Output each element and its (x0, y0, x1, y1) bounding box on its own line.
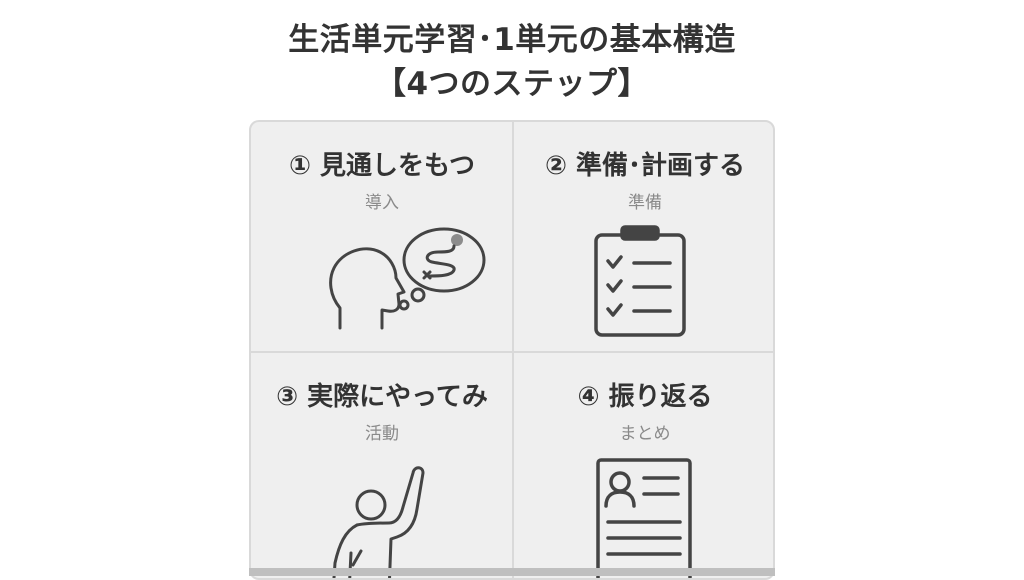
step-1-sublabel: 導入 (365, 193, 399, 213)
grid-divider-vertical (512, 122, 514, 578)
step-2-sublabel: 準備 (628, 193, 662, 213)
step-1-label: ① 見通しをもつ (288, 151, 476, 181)
step-4-label: ④ 振り返る (577, 382, 713, 412)
diagram-subtitle: 【4つのステップ】 (374, 66, 650, 102)
step-3-sublabel: 活動 (365, 424, 399, 444)
step-1-panel: ① 見通しをもつ 導入 (251, 122, 513, 351)
step-3-label: ③ 実際にやってみ (276, 382, 488, 412)
profile-document-icon (594, 456, 694, 578)
grid-divider-horizontal (251, 351, 773, 353)
clipboard-checklist-icon (590, 225, 690, 339)
step-2-panel: ② 準備･計画する 準備 (514, 122, 773, 351)
steps-grid: ① 見通しをもつ 導入 ② 準備･計画する 準備 (249, 120, 775, 580)
thinking-head-icon (326, 222, 486, 332)
step-3-panel: ③ 実際にやってみ 活動 (251, 353, 513, 578)
step-2-label: ② 準備･計画する (544, 151, 746, 181)
person-raising-hand-icon (331, 453, 441, 578)
bottom-edge-shadow (249, 568, 775, 576)
diagram-title: 生活単元学習･1単元の基本構造 (288, 22, 736, 58)
step-4-panel: ④ 振り返る まとめ (514, 353, 773, 578)
step-4-sublabel: まとめ (619, 424, 671, 444)
